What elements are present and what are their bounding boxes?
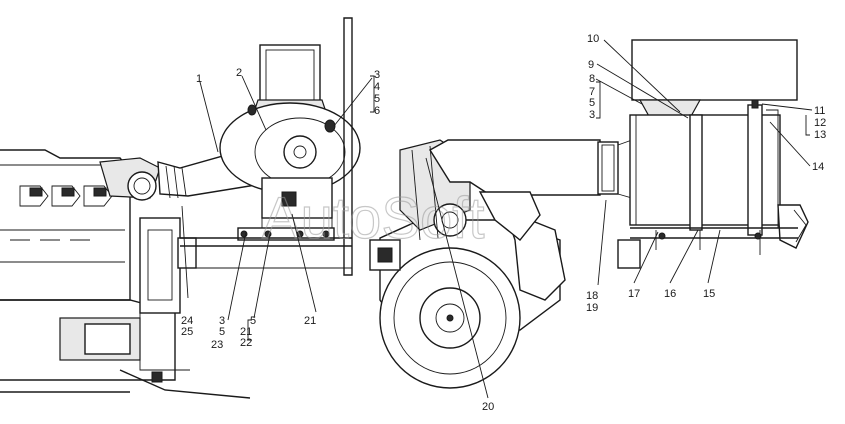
callout-number: 15 <box>703 288 715 300</box>
callout-number: 12 <box>814 117 826 129</box>
callout-number: 11 <box>814 105 825 117</box>
callout-number: 21 <box>240 326 252 338</box>
air-cleaner-right <box>629 39 809 249</box>
intake-duct-right <box>429 139 633 241</box>
callout-number: 21 <box>304 315 316 327</box>
callout-number: 14 <box>812 161 824 173</box>
callout-number: 8 <box>589 73 595 85</box>
callout-number: 6 <box>374 105 380 117</box>
callout-number: 5 <box>374 93 380 105</box>
leader-lines <box>181 39 813 399</box>
callout-number: 22 <box>240 337 252 349</box>
callout-number: 5 <box>219 326 225 338</box>
callout-number: 25 <box>181 326 193 338</box>
callout-number: 9 <box>588 59 594 71</box>
callout-number: 10 <box>587 33 599 45</box>
air-cleaner-left <box>219 44 361 241</box>
callout-number: 1 <box>196 73 202 85</box>
mounting-frame <box>180 17 353 276</box>
callout-number: 23 <box>211 339 223 351</box>
support-rail-right <box>617 227 798 269</box>
callout-number: 16 <box>664 288 676 300</box>
engine-front-middle <box>369 139 566 389</box>
callout-number: 3 <box>374 69 380 81</box>
callout-number: 3 <box>219 315 225 327</box>
callout-number: 7 <box>589 86 595 98</box>
callout-number: 18 <box>586 290 598 302</box>
watermark-text: AutoSoft <box>262 186 484 251</box>
callout-number: 5 <box>250 315 256 327</box>
callout-number: 4 <box>374 81 380 93</box>
lower-left-frame <box>0 217 251 399</box>
callout-number: 3 <box>589 109 595 121</box>
callout-number: 17 <box>628 288 640 300</box>
callout-number: 2 <box>236 67 242 79</box>
callout-number: 13 <box>814 129 826 141</box>
callout-number: 5 <box>589 97 595 109</box>
callout-number: 20 <box>482 401 494 413</box>
callout-number: 19 <box>586 302 598 314</box>
engine-block-left <box>0 149 161 301</box>
callout-number: 24 <box>181 315 193 327</box>
